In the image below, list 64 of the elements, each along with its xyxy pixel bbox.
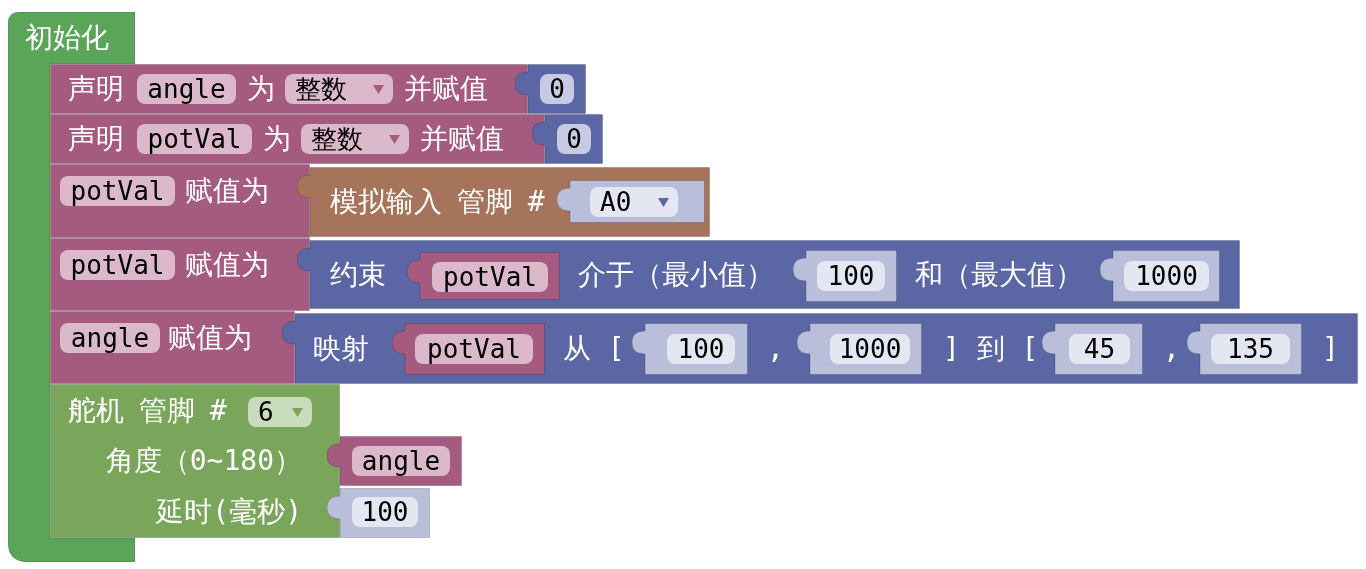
variable-name-field: angle — [60, 323, 160, 353]
block-label: 为 — [263, 122, 291, 156]
number-block — [797, 323, 922, 375]
variable-name-field: potVal — [60, 176, 175, 206]
variable-name-field: potVal — [60, 250, 175, 280]
pin-dropdown-block — [557, 180, 705, 223]
number-block — [1042, 323, 1143, 375]
number-field: 1000 — [830, 334, 910, 364]
block-label: 初始化 — [25, 21, 109, 55]
block-label: 声明 — [68, 122, 124, 156]
assign-variable-block — [50, 164, 310, 238]
variable-block — [392, 323, 545, 375]
block-label: , — [1163, 332, 1180, 366]
number-field: 135 — [1211, 334, 1290, 364]
type-dropdown: 整数 — [301, 124, 409, 154]
number-field: 45 — [1069, 334, 1130, 364]
block-label: 角度（0~180） — [105, 444, 302, 478]
pin-dropdown: 6 — [248, 397, 312, 427]
number-field: 100 — [352, 497, 418, 527]
block-label: 介于（最小值） — [578, 258, 774, 292]
variable-name-field: angle — [352, 446, 450, 476]
block-label: 映射 — [313, 332, 369, 366]
number-field: 100 — [667, 334, 735, 364]
block-label: 约束 — [330, 258, 386, 292]
number-field: 0 — [540, 74, 574, 104]
block-label: 赋值为 — [185, 174, 269, 208]
block-label: ] 到 [ — [943, 332, 1039, 366]
servo-block — [50, 384, 340, 538]
block-label: 声明 — [68, 72, 124, 106]
block-label: 从 [ — [563, 332, 625, 366]
number-field: 0 — [557, 124, 591, 154]
number-field: 1000 — [1124, 261, 1209, 291]
type-dropdown: 整数 — [285, 74, 393, 104]
block-label: 并赋值 — [404, 72, 488, 106]
block-label: 为 — [247, 72, 275, 106]
variable-block — [407, 252, 560, 300]
block-label: 模拟输入 管脚 # — [330, 185, 545, 219]
block-label: 并赋值 — [420, 122, 504, 156]
declare-variable-block — [50, 64, 528, 114]
constrain-block — [297, 240, 1240, 309]
assign-variable-block — [50, 311, 295, 384]
block-label: 延时(毫秒) — [156, 495, 302, 529]
block-label: 舵机 管脚 # — [68, 394, 227, 428]
variable-name-field: potVal — [137, 124, 252, 154]
number-block — [1100, 250, 1220, 302]
variable-name-field: potVal — [415, 334, 533, 364]
number-block — [793, 250, 897, 302]
block-label: 赋值为 — [168, 321, 252, 355]
number-block — [632, 323, 748, 375]
assign-variable-block — [50, 238, 310, 311]
map-block — [282, 313, 1358, 384]
block-label: 和（最大值） — [915, 258, 1083, 292]
number-block — [1187, 323, 1302, 375]
number-block — [327, 488, 430, 538]
block-label: ] — [1322, 332, 1339, 366]
pin-dropdown: A0 — [590, 187, 678, 217]
block-label: 赋值为 — [185, 248, 269, 282]
variable-block — [327, 436, 462, 486]
variable-name-field: angle — [137, 74, 236, 104]
variable-name-field: potVal — [432, 262, 548, 292]
declare-variable-block — [50, 114, 545, 164]
analog-read-block — [297, 167, 710, 237]
number-field: 100 — [817, 261, 885, 291]
block-label: , — [767, 332, 784, 366]
